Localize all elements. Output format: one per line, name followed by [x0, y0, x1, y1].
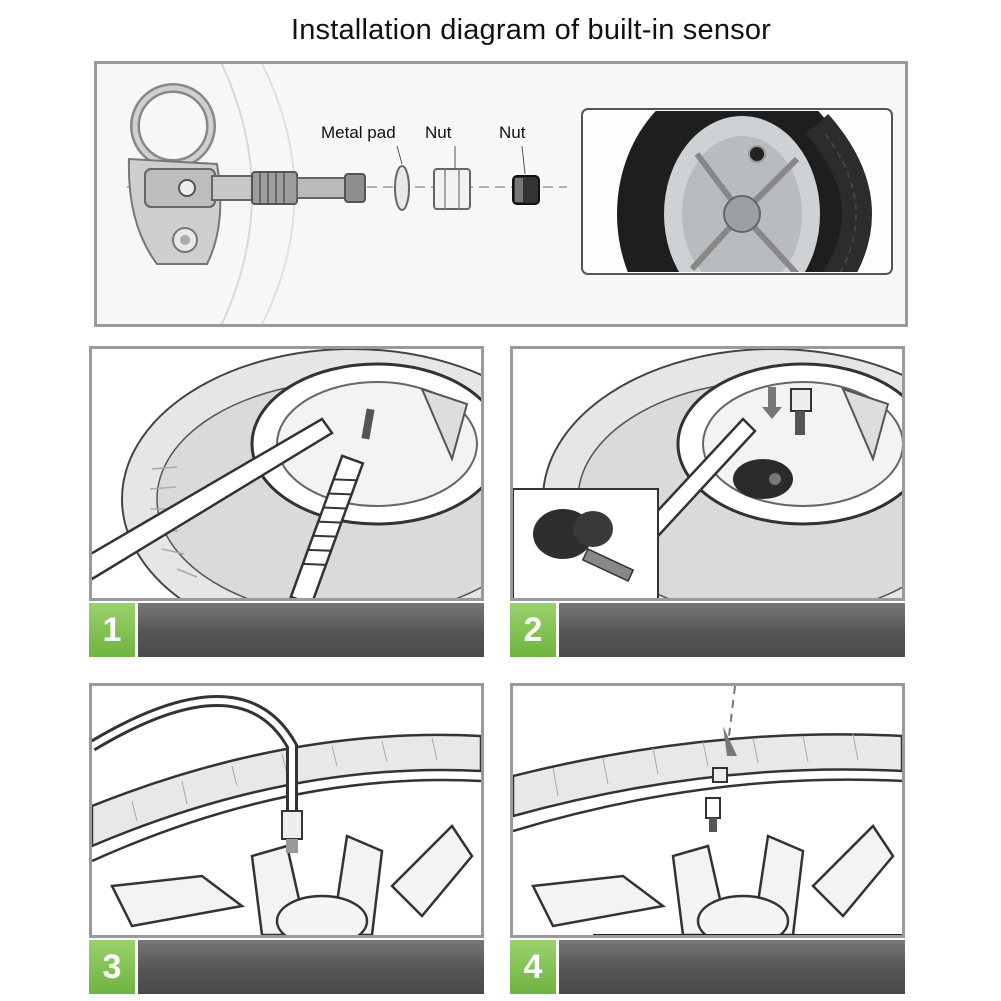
- sensor-body: [127, 83, 222, 265]
- page-title: Installation diagram of built-in sensor: [290, 14, 772, 46]
- metal-pad-label: Metal pad: [321, 123, 396, 142]
- step-2-number: 2: [510, 603, 559, 657]
- step-4-panel: [510, 683, 905, 938]
- nut-part-1: [433, 168, 471, 210]
- nut-label-2: Nut: [499, 123, 526, 142]
- step-1-bar: 1: [89, 603, 484, 657]
- tire-photo: [581, 108, 893, 275]
- step-1-illustration: [92, 349, 481, 598]
- step-4-bar: 4: [510, 940, 905, 994]
- nut-label-1: Nut: [425, 123, 452, 142]
- step-1-panel: [89, 346, 484, 601]
- step-2-panel: [510, 346, 905, 601]
- parts-overview-panel: Metal pad Nut Nut: [94, 61, 908, 327]
- step-3-illustration: [92, 695, 481, 935]
- valve-stem: [211, 171, 366, 205]
- step-3-bar: 3: [89, 940, 484, 994]
- step-1-number: 1: [89, 603, 138, 657]
- parts-illustration: [127, 64, 893, 324]
- step-4-number: 4: [510, 940, 559, 994]
- step-4-illustration: [513, 686, 902, 935]
- step-3-number: 3: [89, 940, 138, 994]
- metal-pad-part: [394, 165, 410, 211]
- step-2-illustration: [513, 349, 902, 598]
- step-2-bar: 2: [510, 603, 905, 657]
- nut-part-2: [512, 175, 540, 205]
- step-3-panel: [89, 683, 484, 938]
